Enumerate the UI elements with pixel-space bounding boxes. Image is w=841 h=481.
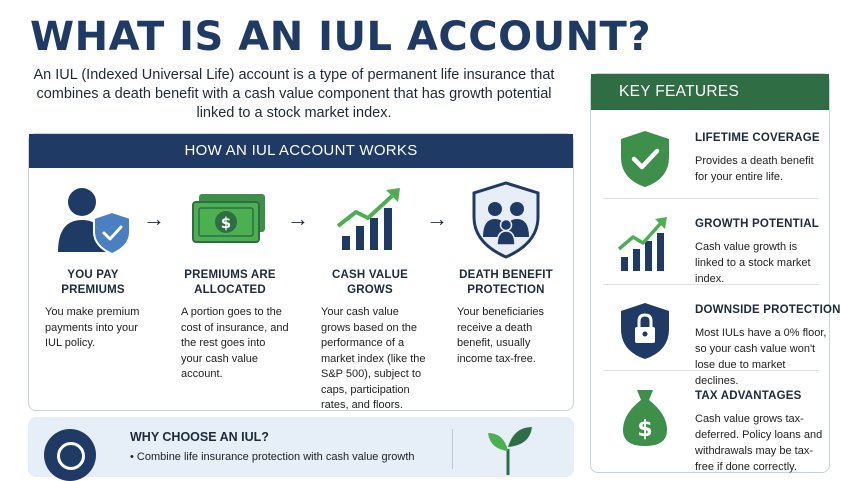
feature-title: TAX ADVANTAGES — [695, 390, 802, 402]
arrow-icon: → — [143, 206, 165, 231]
step-description: A portion goes to the cost of insurance,… — [181, 306, 289, 380]
feature-title: GROWTH POTENTIAL — [695, 218, 819, 230]
step-title: PREMIUMS ARE ALLOCATED — [184, 269, 276, 296]
why-title: WHY CHOOSE AN IUL? — [130, 430, 269, 444]
money-bag-icon: $ — [617, 386, 673, 448]
family-shield-icon — [447, 181, 565, 259]
step-description: Your cash value grows based on the perfo… — [321, 306, 426, 411]
step-title: CASH VALUE GROWS — [332, 269, 408, 296]
shield-check-icon — [617, 128, 673, 190]
svg-text:$: $ — [221, 214, 231, 232]
step-description: Your beneficiaries receive a death benef… — [457, 306, 545, 365]
plant-icon — [488, 427, 532, 475]
key-features-panel: KEY FEATURES LIFETIME COVERAGE Provides … — [590, 73, 840, 473]
arrow-icon: → — [287, 206, 309, 231]
feature-title: DOWNSIDE PROTECTION — [695, 304, 841, 316]
how-it-works-panel: HOW AN IUL ACCOUNT WORKS YOU PAY PREMIUM… — [28, 133, 574, 411]
feature-tax-advantages: $ TAX ADVANTAGES Cash value grows tax-de… — [591, 374, 831, 473]
step-pay-premiums: YOU PAY PREMIUMS You make premium paymen… — [35, 182, 153, 352]
key-features-heading: KEY FEATURES — [591, 74, 829, 110]
feature-description: Cash value growth is linked to a stock m… — [695, 241, 811, 285]
divider — [603, 284, 819, 285]
divider — [452, 429, 453, 469]
how-it-works-heading: HOW AN IUL ACCOUNT WORKS — [29, 134, 573, 168]
arrow-icon: → — [426, 206, 448, 231]
money-bill-icon: $ — [171, 182, 289, 256]
growth-chart-icon — [617, 214, 673, 276]
feature-downside-protection: DOWNSIDE PROTECTION Most IULs have a 0% … — [591, 288, 840, 387]
svg-text:$: $ — [637, 417, 652, 442]
shield-lock-icon — [617, 300, 673, 362]
person-shield-icon — [35, 182, 153, 256]
step-description: You make premium payments into your IUL … — [45, 306, 140, 349]
why-choose-panel: WHY CHOOSE AN IUL? • Combine life insura… — [28, 417, 574, 481]
page-title: WHAT IS AN IUL ACCOUNT? — [30, 14, 652, 60]
step-title: DEATH BENEFIT PROTECTION — [459, 269, 553, 296]
step-title: YOU PAY PREMIUMS — [61, 269, 125, 296]
step-death-benefit: DEATH BENEFIT PROTECTION Your beneficiar… — [447, 181, 565, 367]
feature-title: LIFETIME COVERAGE — [695, 132, 820, 144]
feature-description: Most IULs have a 0% floor, so your cash … — [695, 327, 827, 387]
feature-description: Provides a death benefit for your entire… — [695, 155, 814, 183]
step-premiums-allocated: $ PREMIUMS ARE ALLOCATED A portion goes … — [171, 182, 289, 383]
intro-text: An IUL (Indexed Universal Life) account … — [33, 67, 555, 121]
feature-lifetime-coverage: LIFETIME COVERAGE Provides a death benef… — [591, 116, 831, 202]
target-icon — [44, 429, 96, 481]
growth-chart-icon — [311, 182, 429, 256]
feature-description: Cash value grows tax-deferred. Policy lo… — [695, 413, 823, 473]
feature-growth-potential: GROWTH POTENTIAL Cash value growth is li… — [591, 202, 831, 288]
divider — [603, 370, 819, 371]
why-item: • Combine life insurance protection with… — [130, 451, 415, 463]
divider — [603, 198, 819, 199]
step-cash-value-grows: CASH VALUE GROWS Your cash value grows b… — [311, 182, 429, 414]
